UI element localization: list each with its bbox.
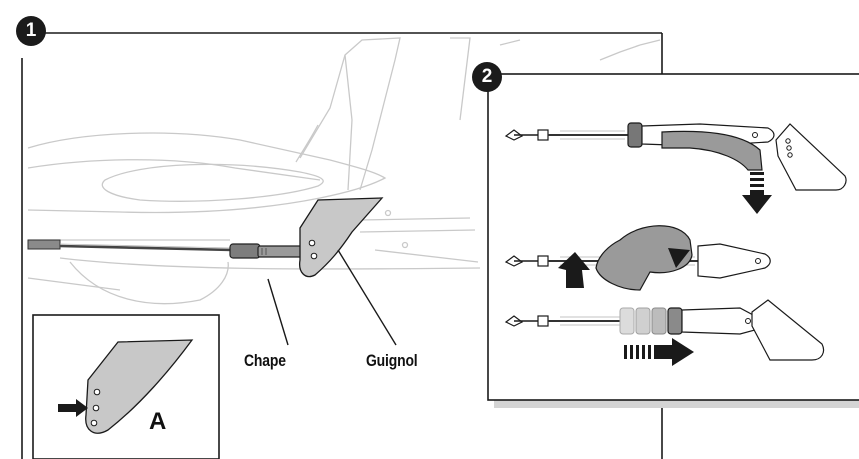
step2-row1-control-horn [775,123,847,191]
pushrod-assembly [27,239,328,259]
step2-down-arrow-icon [742,172,772,214]
clevis-label: Chape [244,351,286,370]
step2-right-arrow-icon [624,338,694,366]
inset-a-arrow-icon [58,399,88,417]
step2-row1-clevis [504,122,775,171]
callout-leaders [267,249,397,346]
step2-row1-horn-holes [785,138,793,158]
step2-rotate-arrow-icon [558,225,693,291]
control-horn-holes [308,239,318,260]
step1-number-badge: 1 [16,16,46,46]
control-horn-label: Guignol [366,351,418,370]
step2-number-badge: 2 [472,62,502,92]
step2-row3-clevis [504,307,760,335]
inset-letter-label: A [149,408,167,435]
inset-a-control-horn [85,339,194,434]
inset-a-holes [90,388,101,427]
step1-frame [21,32,663,459]
step2-row3-control-horn [751,299,825,361]
control-horn-shape [299,197,384,278]
aircraft-background-sketch [27,37,661,305]
